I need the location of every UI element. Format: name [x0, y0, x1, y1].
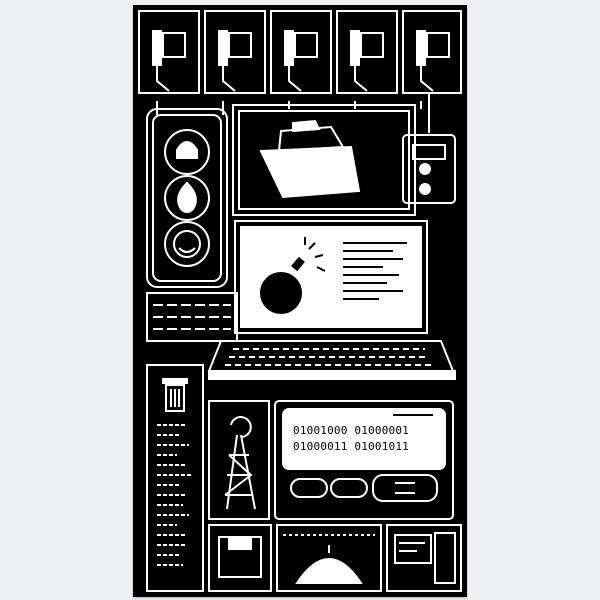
laptop-keyboard: [225, 348, 433, 366]
umbrella-icon: [276, 524, 382, 592]
radio-tower-icon: [208, 400, 270, 520]
poster-artwork: [138, 10, 462, 592]
telephone-icon: [270, 10, 332, 94]
telephone-icon: [402, 10, 462, 94]
bomb-icon: [258, 237, 326, 316]
pager-binary-line-1: 01001000 01000001: [293, 424, 409, 437]
traffic-light: [146, 108, 228, 288]
ship-icon: [259, 119, 361, 199]
skull-icon: [164, 129, 210, 175]
floppy-disk-icon: [208, 524, 272, 592]
telephone-icon: [204, 10, 266, 94]
laptop: [207, 220, 456, 380]
cassette-icon: [402, 93, 456, 204]
brick-panel: [146, 292, 238, 342]
desktop-computer-icon: [386, 524, 462, 592]
trash-icon: [162, 378, 188, 412]
pager-binary-line-2: 01000011 01001011: [293, 440, 409, 453]
data-column: [146, 364, 204, 592]
smiley-icon: [164, 221, 210, 267]
pager: [274, 400, 454, 520]
laptop-code-lines: [343, 242, 407, 300]
telephone-row: [138, 10, 462, 94]
poster: 01001000 01000001 01000011 01001011: [133, 5, 467, 597]
ship-screen: [232, 104, 416, 216]
telephone-icon: [336, 10, 398, 94]
telephone-icon: [138, 10, 200, 94]
fire-icon: [164, 175, 210, 221]
